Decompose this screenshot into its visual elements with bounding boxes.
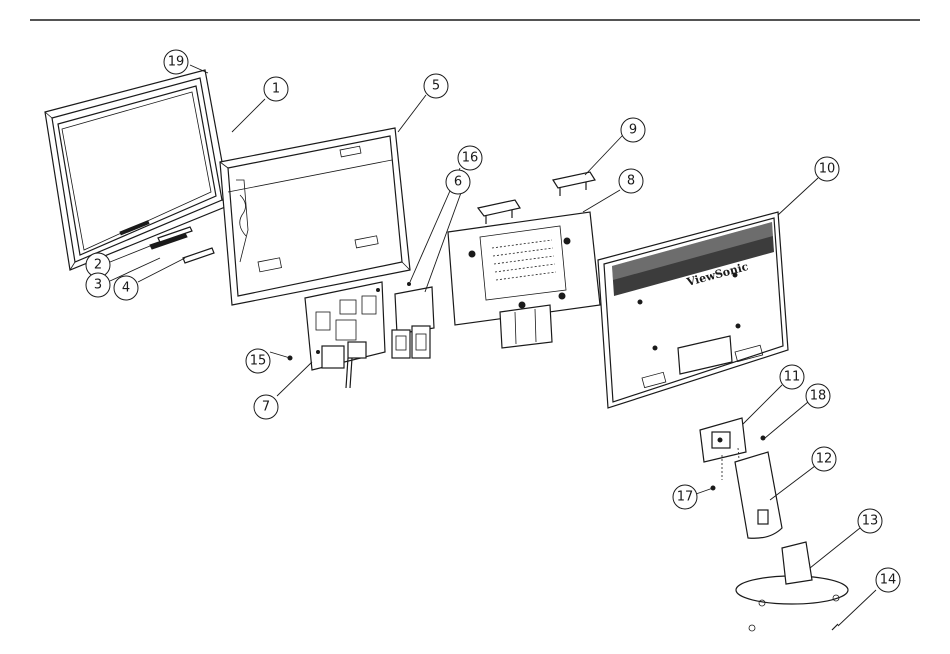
callout-14: 14	[876, 568, 900, 592]
callout-11: 11	[780, 365, 804, 389]
lcd-panel	[220, 128, 410, 305]
svg-text:12: 12	[816, 452, 833, 467]
callout-10: 10	[815, 157, 839, 181]
callout-16: 16	[458, 146, 482, 170]
svg-text:19: 19	[168, 55, 185, 70]
callout-7: 7	[254, 395, 278, 419]
callout-12: 12	[812, 447, 836, 471]
callout-8: 8	[619, 169, 643, 193]
svg-text:4: 4	[122, 281, 130, 296]
svg-text:10: 10	[819, 162, 836, 177]
stand-neck	[735, 452, 782, 538]
rear-cover: ViewSonic	[598, 212, 788, 408]
svg-text:5: 5	[432, 79, 440, 94]
callout-13: 13	[858, 509, 882, 533]
svg-text:16: 16	[462, 151, 479, 166]
svg-text:14: 14	[880, 573, 897, 588]
svg-text:1: 1	[272, 82, 280, 97]
callout-19: 19	[164, 50, 188, 74]
callout-9: 9	[621, 118, 645, 142]
svg-text:7: 7	[262, 400, 270, 415]
svg-text:18: 18	[810, 389, 827, 404]
svg-text:8: 8	[627, 174, 635, 189]
svg-text:3: 3	[94, 278, 102, 293]
callout-6: 6	[446, 170, 470, 194]
callout-17: 17	[673, 485, 697, 509]
callout-18: 18	[806, 384, 830, 408]
power-board	[305, 282, 385, 388]
callout-3: 3	[86, 273, 110, 297]
svg-text:13: 13	[862, 514, 879, 529]
callout-15: 15	[246, 349, 270, 373]
svg-text:9: 9	[629, 123, 637, 138]
svg-text:11: 11	[784, 370, 801, 385]
stand-base	[736, 542, 848, 631]
svg-text:6: 6	[454, 175, 462, 190]
svg-text:15: 15	[250, 354, 267, 369]
callout-4: 4	[114, 276, 138, 300]
svg-text:2: 2	[94, 258, 102, 273]
svg-text:17: 17	[677, 490, 694, 505]
callout-1: 1	[264, 77, 288, 101]
rear-shield	[448, 212, 600, 348]
interface-board	[392, 283, 434, 359]
front-bezel	[45, 70, 230, 270]
callout-5: 5	[424, 74, 448, 98]
